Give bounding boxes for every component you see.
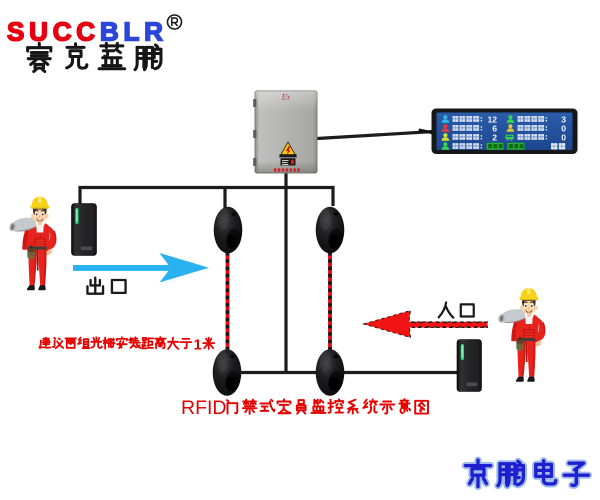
svg-text:2: 2 [492, 133, 497, 143]
svg-text:6: 6 [492, 124, 497, 134]
svg-text:SUCCBLR: SUCCBLR [7, 17, 168, 47]
svg-text:1: 1 [194, 338, 202, 354]
svg-text:RFID: RFID [181, 397, 227, 419]
svg-text:12: 12 [487, 115, 497, 125]
svg-text:3: 3 [561, 115, 566, 125]
svg-text:Ex: Ex [281, 93, 291, 102]
svg-text:0: 0 [561, 124, 566, 134]
svg-text:0: 0 [561, 133, 566, 143]
